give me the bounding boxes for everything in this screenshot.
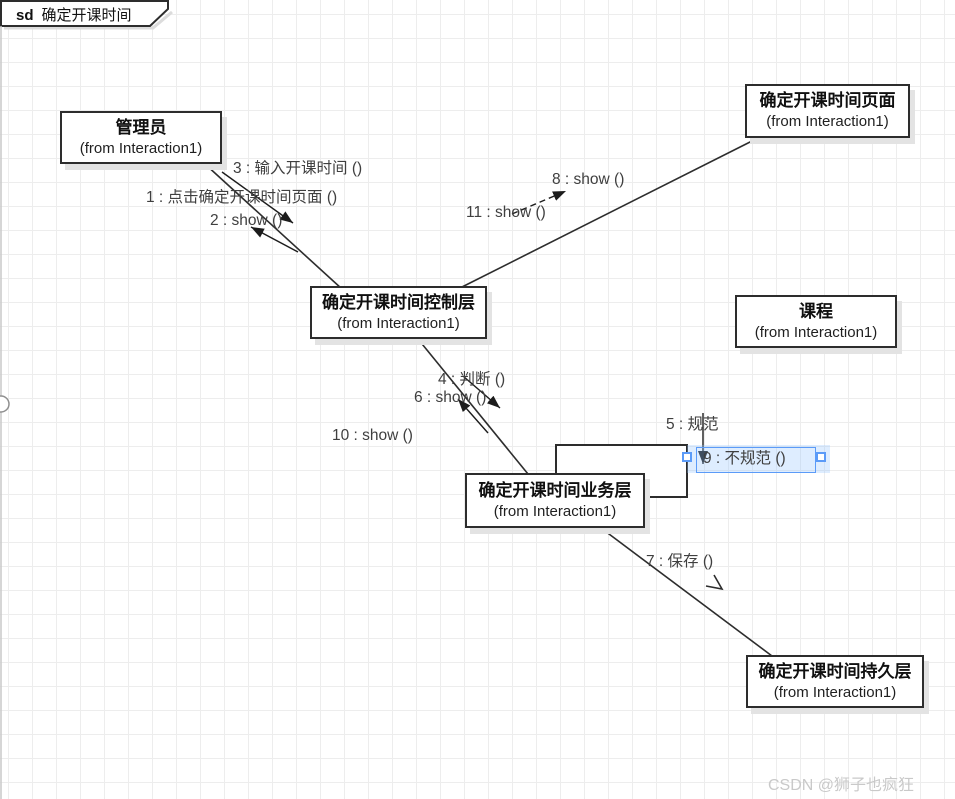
selection-handle-left[interactable]: [682, 452, 692, 462]
object-node-admin[interactable]: 管理员 (from Interaction1): [60, 111, 222, 164]
arrow-msg-2: [250, 226, 299, 253]
selection-handle-right[interactable]: [816, 452, 826, 462]
message-label-10[interactable]: 10 : show (): [332, 427, 413, 444]
object-title: 确定开课时间持久层: [758, 661, 912, 681]
arrow-msg-7-open: [705, 574, 724, 591]
object-node-course[interactable]: 课程 (from Interaction1): [735, 295, 897, 348]
object-node-course-time-page[interactable]: 确定开课时间页面 (from Interaction1): [745, 84, 910, 138]
arrow-msg-4: [462, 375, 501, 409]
message-label-2[interactable]: 2 : show (): [210, 212, 283, 229]
arrow-msg-1-3: [221, 171, 294, 224]
message-label-3[interactable]: 3 : 输入开课时间 (): [233, 160, 363, 177]
frame-title: 确定开课时间: [41, 7, 132, 24]
object-title: 确定开课时间控制层: [322, 292, 475, 312]
message-label-4[interactable]: 4 : 判断 (): [438, 371, 506, 388]
message-label-1[interactable]: 1 : 点击确定开课时间页面 (): [146, 189, 338, 206]
message-label-11[interactable]: 11 : show (): [466, 204, 546, 221]
frame-label: sd 确定开课时间: [16, 4, 132, 25]
frame-tab-shadow: [4, 10, 173, 30]
csdn-watermark: CSDN @狮子也疯狂: [768, 777, 915, 794]
object-stereotype: (from Interaction1): [337, 314, 460, 332]
frame-tag: sd: [16, 7, 34, 24]
link-admin-control[interactable]: [204, 163, 343, 290]
object-node-business-layer[interactable]: 确定开课时间业务层 (from Interaction1): [465, 473, 645, 528]
object-stereotype: (from Interaction1): [79, 139, 203, 157]
arrow-msg-6: [457, 398, 489, 434]
link-control-business[interactable]: [417, 338, 529, 475]
object-stereotype: (from Interaction1): [754, 323, 878, 341]
object-stereotype: (from Interaction1): [773, 683, 897, 701]
message-label-5[interactable]: 5 : 规范: [666, 416, 719, 433]
object-title: 确定开课时间业务层: [478, 480, 632, 500]
selection-outline: [696, 447, 816, 473]
object-stereotype: (from Interaction1): [766, 113, 889, 130]
link-business-persistence[interactable]: [600, 527, 773, 657]
selection-highlight: [687, 445, 830, 473]
message-label-6[interactable]: 6 : show (): [414, 389, 487, 406]
clipped-edge-circle[interactable]: [0, 395, 10, 413]
object-node-persistence-layer[interactable]: 确定开课时间持久层 (from Interaction1): [746, 655, 924, 708]
message-label-7[interactable]: 7 : 保存 (): [646, 553, 714, 570]
object-title: 管理员: [115, 117, 167, 137]
object-title: 确定开课时间页面: [759, 91, 896, 110]
object-title: 课程: [799, 301, 833, 321]
link-page-control[interactable]: [461, 137, 759, 288]
object-stereotype: (from Interaction1): [493, 502, 617, 520]
message-label-9-selected[interactable]: 9 : 不规范 (): [703, 450, 786, 467]
object-node-control-layer[interactable]: 确定开课时间控制层 (from Interaction1): [310, 286, 487, 339]
frame-tab-shape: [0, 0, 169, 27]
message-label-8[interactable]: 8 : show (): [552, 171, 625, 188]
